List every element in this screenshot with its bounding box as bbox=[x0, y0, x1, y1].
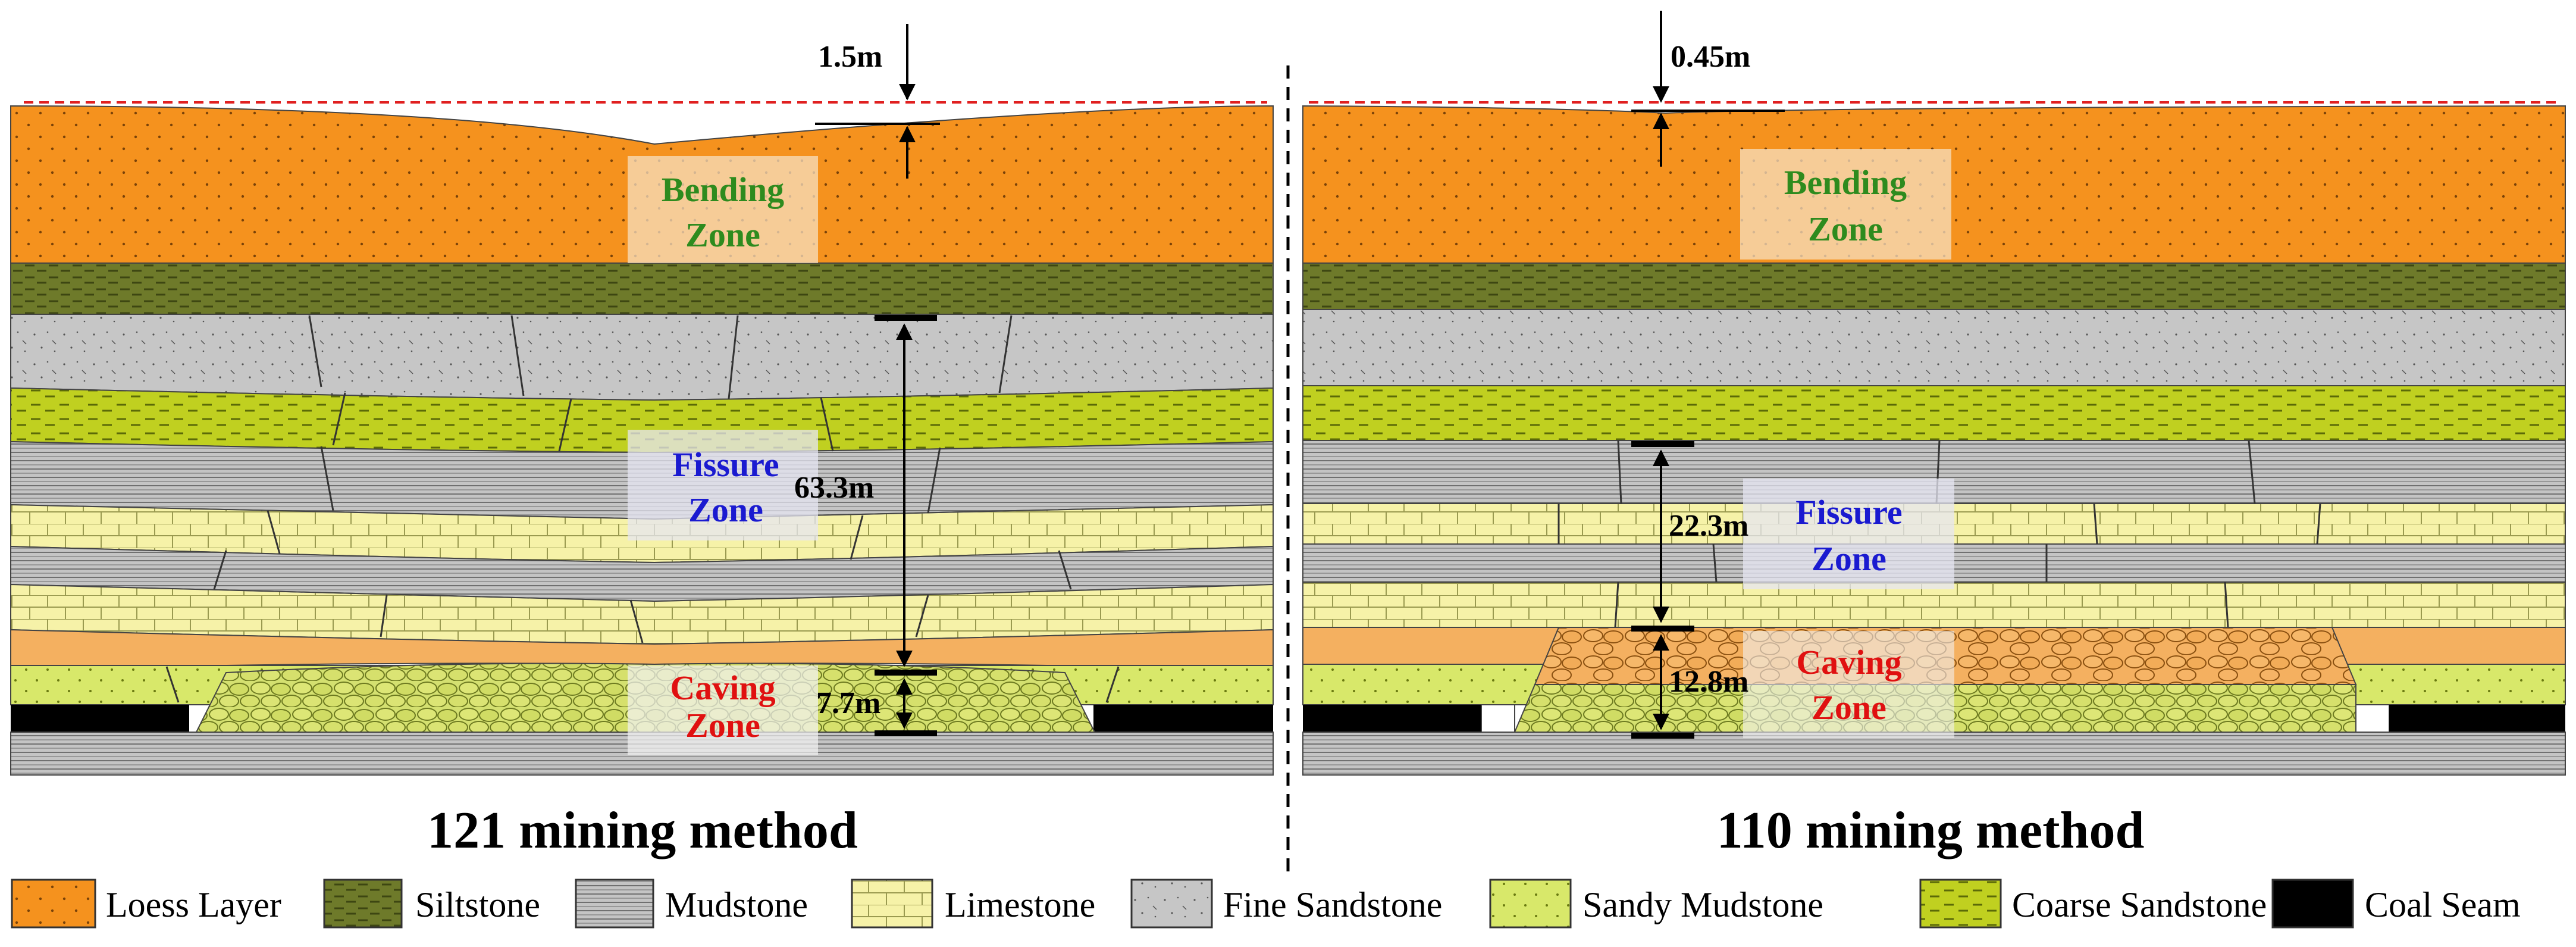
right-coal-seam-left bbox=[1303, 705, 1481, 732]
right-coal-seam-right bbox=[2389, 705, 2565, 732]
legend-label-coal-seam: Coal Seam bbox=[2365, 885, 2521, 924]
legend-label-coarse-sandstone: Coarse Sandstone bbox=[2012, 885, 2267, 924]
legend-swatch-fine-sandstone bbox=[1130, 879, 1213, 929]
legend-item-fine-sandstone: Fine Sandstone bbox=[1130, 879, 1442, 929]
right-bending-box bbox=[1740, 149, 1951, 260]
left-bending-box bbox=[628, 156, 818, 263]
left-caving-box bbox=[628, 665, 818, 755]
legend-swatch-mudstone bbox=[575, 879, 654, 929]
legend-item-mudstone: Mudstone bbox=[575, 879, 808, 929]
legend-item-coal-seam: Coal Seam bbox=[2271, 879, 2521, 929]
legend-item-coarse-sandstone: Coarse Sandstone bbox=[1919, 879, 2267, 929]
left-coal-seam-right bbox=[1093, 705, 1273, 732]
left-bending-label-2: Zone bbox=[685, 215, 760, 254]
right-panel: 0.45m Bending Zone Fissure Zone Caving Z… bbox=[1302, 11, 2566, 860]
legend-label-fine-sandstone: Fine Sandstone bbox=[1223, 885, 1442, 924]
legend-swatch-coarse-sandstone bbox=[1919, 879, 2002, 929]
left-caving-label-1: Caving bbox=[670, 668, 775, 707]
right-caving-label-1: Caving bbox=[1796, 643, 1901, 682]
right-limestone-layer-2 bbox=[1302, 582, 2566, 628]
legend-label-limestone: Limestone bbox=[945, 885, 1095, 924]
legend-item-sandy-mudstone: Sandy Mudstone bbox=[1489, 879, 1823, 929]
legend-swatch-siltstone bbox=[323, 879, 403, 929]
right-mudstone-floor bbox=[1302, 732, 2566, 776]
left-panel-title: 121 mining method bbox=[427, 802, 858, 860]
right-bending-label-2: Zone bbox=[1808, 210, 1883, 248]
right-fissure-box bbox=[1743, 479, 1954, 589]
left-siltstone-layer bbox=[10, 262, 1274, 315]
right-caving-label-2: Zone bbox=[1812, 688, 1886, 727]
right-coal-gap-right bbox=[2355, 704, 2390, 733]
left-coal-seam-left bbox=[11, 705, 189, 732]
right-bending-label-1: Bending bbox=[1784, 163, 1907, 202]
legend-item-limestone: Limestone bbox=[851, 879, 1095, 929]
left-bending-label-1: Bending bbox=[662, 170, 784, 209]
legend-item-siltstone: Siltstone bbox=[323, 879, 540, 929]
right-panel-title: 110 mining method bbox=[1717, 802, 2145, 860]
left-fissure-height-label: 63.3m bbox=[794, 471, 874, 505]
legend-label-mudstone: Mudstone bbox=[665, 885, 808, 924]
right-caving-box bbox=[1743, 631, 1954, 738]
left-caving-label-2: Zone bbox=[685, 706, 760, 745]
right-siltstone-layer bbox=[1302, 262, 2566, 310]
legend-label-loess: Loess Layer bbox=[106, 885, 281, 924]
right-fissure-label-1: Fissure bbox=[1795, 493, 1902, 532]
right-fissure-height-label: 22.3m bbox=[1669, 509, 1748, 543]
left-fissure-label-2: Zone bbox=[688, 490, 763, 529]
legend-label-sandy-mudstone: Sandy Mudstone bbox=[1582, 885, 1823, 924]
left-caving-height-label: 7.7m bbox=[816, 686, 880, 720]
legend: Loess Layer Siltstone Mudstone Limestone… bbox=[11, 879, 2521, 929]
legend-swatch-limestone bbox=[851, 879, 933, 929]
left-fissure-box bbox=[628, 430, 818, 540]
right-coarse-sandstone-layer bbox=[1302, 385, 2566, 441]
legend-swatch-loess bbox=[11, 879, 96, 929]
right-fine-sandstone-layer bbox=[1302, 309, 2566, 386]
left-panel: 1.5m Bending Zone Fissure Zone Caving Zo… bbox=[10, 24, 1274, 860]
right-coal-gap-left bbox=[1481, 704, 1515, 733]
left-fractures bbox=[165, 315, 1120, 703]
left-fissure-label-1: Fissure bbox=[672, 445, 779, 484]
legend-item-loess: Loess Layer bbox=[11, 879, 281, 929]
legend-swatch-sandy-mudstone bbox=[1489, 879, 1572, 929]
right-fissure-label-2: Zone bbox=[1812, 539, 1886, 578]
legend-swatch-coal-seam bbox=[2271, 879, 2354, 929]
left-fine-sandstone-layer bbox=[10, 314, 1274, 401]
legend-label-siltstone: Siltstone bbox=[415, 885, 540, 924]
left-subsidence-label: 1.5m bbox=[818, 40, 882, 74]
right-caving-height-label: 12.8m bbox=[1669, 665, 1748, 699]
right-subsidence-label: 0.45m bbox=[1671, 40, 1750, 74]
